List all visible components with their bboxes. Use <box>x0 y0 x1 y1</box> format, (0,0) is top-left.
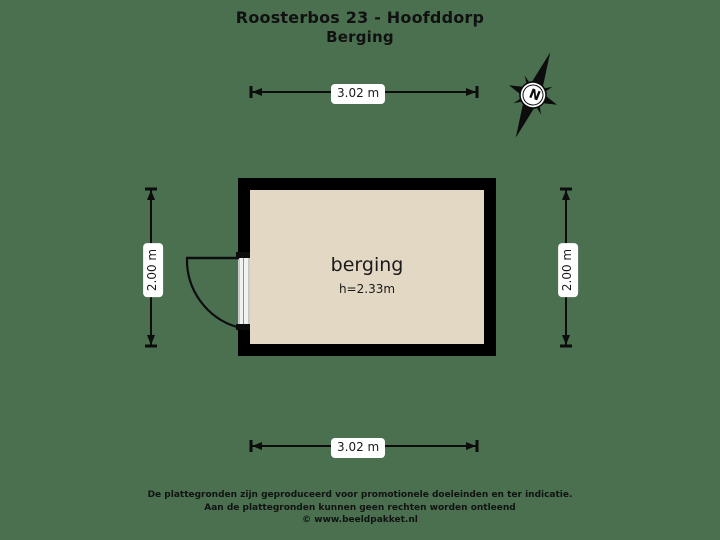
plan-title: Roosterbos 23 - Hoofddorp <box>235 8 485 27</box>
dimension-label-top: 3.02 m <box>331 84 386 104</box>
room-berging-floor <box>250 190 484 344</box>
room-height-berging: h=2.33m <box>338 282 396 296</box>
footer-disclaimer: De plattegronden zijn geproduceerd voor … <box>0 489 720 527</box>
footer-line-3: © www.beeldpakket.nl <box>302 515 418 525</box>
room-berging-walls <box>238 178 496 356</box>
compass-rose-graphic <box>508 52 558 138</box>
dimension-label-right: 2.00 m <box>558 242 579 298</box>
room-label-berging: berging <box>330 254 404 276</box>
door-berging <box>185 252 250 330</box>
plan-subtitle: Berging <box>326 28 394 46</box>
page-title: Roosterbos 23 - Hoofddorp Berging <box>0 8 720 46</box>
dimension-label-left: 2.00 m <box>143 242 164 298</box>
dimension-label-bottom: 3.02 m <box>331 438 386 458</box>
footer-line-1: De plattegronden zijn geproduceerd voor … <box>147 490 573 500</box>
footer-line-2: Aan de plattegronden kunnen geen rechten… <box>204 502 516 513</box>
